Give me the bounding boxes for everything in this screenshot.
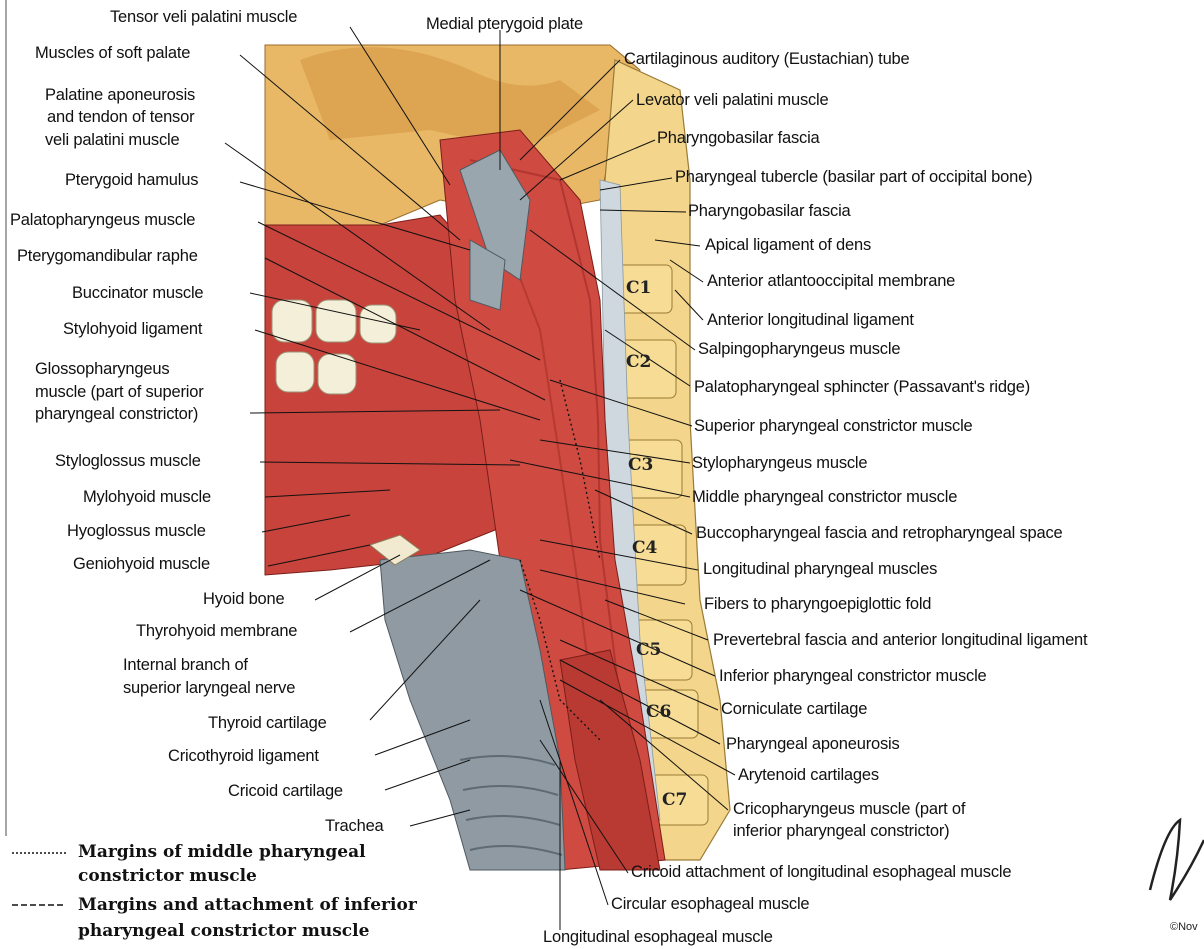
label-stylohyoid-ligament: Stylohyoid ligament xyxy=(63,320,202,339)
label-superior-constrictor: Superior pharyngeal constrictor muscle xyxy=(694,417,973,436)
label-styloglossus: Styloglossus muscle xyxy=(55,452,201,471)
label-buccopharyngeal-fascia: Buccopharyngeal fascia and retropharynge… xyxy=(696,524,1062,543)
label-levator-veli-palatini: Levator veli palatini muscle xyxy=(636,91,829,110)
label-cricoid-attachment: Cricoid attachment of longitudinal esoph… xyxy=(631,863,1011,882)
label-prevertebral-fascia: Prevertebral fascia and anterior longitu… xyxy=(713,631,1087,650)
label-corniculate-cartilage: Corniculate cartilage xyxy=(721,700,867,719)
label-thyroid-cartilage: Thyroid cartilage xyxy=(208,714,327,733)
label-mylohyoid: Mylohyoid muscle xyxy=(83,488,211,507)
label-arytenoid-cartilages: Arytenoid cartilages xyxy=(738,766,879,785)
label-pharyngeal-aponeurosis: Pharyngeal aponeurosis xyxy=(726,735,900,754)
label-geniohyoid: Geniohyoid muscle xyxy=(73,555,210,574)
copyright-mark: ©Nov xyxy=(1170,921,1198,933)
label-palatine-aponeurosis-2: and tendon of tensor xyxy=(47,108,194,127)
legend-middle-line2: constrictor muscle xyxy=(78,866,257,887)
label-palatopharyngeus: Palatopharyngeus muscle xyxy=(10,211,195,230)
label-auditory-tube: Cartilaginous auditory (Eustachian) tube xyxy=(624,50,910,69)
vertebra-c2: C2 xyxy=(626,352,651,372)
label-salpingopharyngeus: Salpingopharyngeus muscle xyxy=(698,340,900,359)
label-palatine-aponeurosis-3: veli palatini muscle xyxy=(45,131,179,150)
label-glossopharyngeus-2: muscle (part of superior xyxy=(35,383,204,402)
label-anterior-atlantooccipital: Anterior atlantooccipital membrane xyxy=(707,272,955,291)
vertebra-c5: C5 xyxy=(636,640,661,660)
vertebra-c1: C1 xyxy=(626,278,651,298)
legend-inferior-line2: pharyngeal constrictor muscle xyxy=(78,921,369,942)
label-muscles-soft-palate: Muscles of soft palate xyxy=(35,44,190,63)
label-cricoid-cartilage: Cricoid cartilage xyxy=(228,782,343,801)
label-pterygoid-hamulus: Pterygoid hamulus xyxy=(65,171,198,190)
label-circular-esophageal: Circular esophageal muscle xyxy=(611,895,809,914)
label-stylopharyngeus: Stylopharyngeus muscle xyxy=(692,454,867,473)
label-hyoid-bone: Hyoid bone xyxy=(203,590,284,609)
label-buccinator: Buccinator muscle xyxy=(72,284,203,303)
label-pterygomandibular-raphe: Pterygomandibular raphe xyxy=(17,247,198,266)
legend-inferior-line1: Margins and attachment of inferior xyxy=(78,895,417,916)
label-glossopharyngeus-3: pharyngeal constrictor) xyxy=(35,405,198,424)
label-cricopharyngeus-2: inferior pharyngeal constrictor) xyxy=(733,822,949,841)
legend-middle-line1: Margins of middle pharyngeal xyxy=(78,842,366,863)
artist-signature xyxy=(1150,820,1204,900)
label-glossopharyngeus-1: Glossopharyngeus xyxy=(35,360,169,379)
vertebra-c7: C7 xyxy=(662,790,687,810)
label-medial-pterygoid-plate: Medial pterygoid plate xyxy=(426,15,583,34)
label-fibers-pharyngoepiglottic: Fibers to pharyngoepiglottic fold xyxy=(704,595,931,614)
label-thyrohyoid-membrane: Thyrohyoid membrane xyxy=(136,622,297,641)
label-palatine-aponeurosis-1: Palatine aponeurosis xyxy=(45,86,195,105)
label-pharyngeal-tubercle: Pharyngeal tubercle (basilar part of occ… xyxy=(675,168,1032,187)
label-hyoglossus: Hyoglossus muscle xyxy=(67,522,206,541)
label-pharyngobasilar-fascia-2: Pharyngobasilar fascia xyxy=(688,202,851,221)
label-anterior-longitudinal-ligament: Anterior longitudinal ligament xyxy=(707,311,914,330)
label-inferior-constrictor: Inferior pharyngeal constrictor muscle xyxy=(719,667,987,686)
label-apical-ligament-dens: Apical ligament of dens xyxy=(705,236,871,255)
label-internal-branch-2: superior laryngeal nerve xyxy=(123,679,295,698)
label-cricothyroid-ligament: Cricothyroid ligament xyxy=(168,747,319,766)
vertebra-c6: C6 xyxy=(646,702,671,722)
label-internal-branch-1: Internal branch of xyxy=(123,656,248,675)
label-tensor-veli-palatini: Tensor veli palatini muscle xyxy=(110,8,297,27)
label-middle-constrictor: Middle pharyngeal constrictor muscle xyxy=(692,488,957,507)
vertebra-c4: C4 xyxy=(632,538,657,558)
label-palatopharyngeal-sphincter: Palatopharyngeal sphincter (Passavant's … xyxy=(694,378,1030,397)
label-longitudinal-esophageal: Longitudinal esophageal muscle xyxy=(543,928,773,947)
label-longitudinal-pharyngeal: Longitudinal pharyngeal muscles xyxy=(703,560,937,579)
label-trachea: Trachea xyxy=(325,817,384,836)
vertebra-c3: C3 xyxy=(628,455,653,475)
label-pharyngobasilar-fascia-1: Pharyngobasilar fascia xyxy=(657,129,820,148)
label-cricopharyngeus-1: Cricopharyngeus muscle (part of xyxy=(733,800,965,819)
